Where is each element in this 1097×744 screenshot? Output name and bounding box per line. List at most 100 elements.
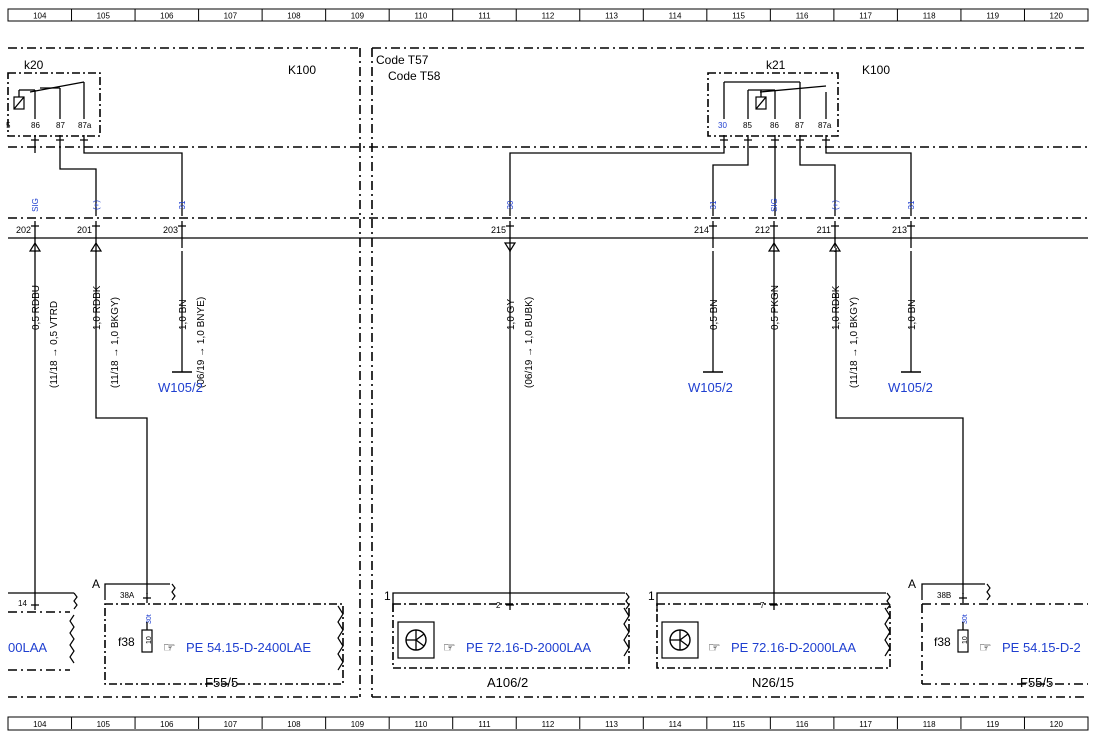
ruler-cell: 116 — [796, 12, 809, 21]
svg-text:f38: f38 — [118, 635, 135, 649]
ground-w105-2-a[interactable]: W105/2 — [158, 380, 203, 395]
label-n26-15: N26/15 — [752, 675, 794, 690]
component-a106-2: 1 2 ☞ PE 72.16-D-2000LAA A106/2 — [384, 589, 630, 690]
pin-number: 213 — [892, 225, 907, 235]
ref-link-n26[interactable]: PE 72.16-D-2000LAA — [731, 640, 856, 655]
ruler-cell: 107 — [224, 720, 238, 729]
svg-text:38A: 38A — [120, 591, 135, 600]
svg-text:87a: 87a — [818, 121, 832, 130]
relay-k21-group: K100 — [862, 63, 890, 77]
ruler-cell: 112 — [542, 12, 555, 21]
ground-w105-2-b[interactable]: W105/2 — [688, 380, 733, 395]
svg-text:1: 1 — [384, 589, 391, 603]
component-n26-15: 1 7 ☞ PE 72.16-D-2000LAA N26/15 — [648, 589, 891, 690]
ruler-cell: 115 — [732, 720, 745, 729]
ruler-cell: 108 — [287, 720, 301, 729]
signal-label: 30 — [506, 200, 515, 209]
ruler-cell: 119 — [986, 720, 999, 729]
ruler-cell: 113 — [605, 12, 618, 21]
svg-text:7: 7 — [760, 601, 765, 610]
svg-text:1: 1 — [648, 589, 655, 603]
svg-text:10: 10 — [962, 636, 969, 644]
ruler-cell: 104 — [33, 12, 47, 21]
svg-text:87: 87 — [795, 121, 804, 130]
pointing-hand-icon: ☞ — [163, 639, 176, 655]
ruler-cell: 116 — [796, 720, 809, 729]
pin-number: 212 — [755, 225, 770, 235]
sensor-icon — [397, 621, 435, 659]
signal-label: 31 — [178, 200, 187, 209]
wire-spec: 1,0 BN — [178, 299, 189, 330]
ruler-cell: 111 — [478, 720, 491, 729]
svg-text:87a: 87a — [78, 121, 92, 130]
label-a106-2: A106/2 — [487, 675, 528, 690]
ruler-cell: 105 — [97, 12, 111, 21]
pin-number: 214 — [694, 225, 709, 235]
svg-text:86: 86 — [31, 121, 40, 130]
ref-link-a106[interactable]: PE 72.16-D-2000LAA — [466, 640, 591, 655]
direction-arrow — [503, 242, 517, 253]
pointing-hand-icon: ☞ — [443, 639, 456, 655]
wire-spec: 1,0 BN — [907, 299, 918, 330]
svg-text:30: 30 — [718, 121, 727, 130]
ruler-cell: 118 — [923, 12, 936, 21]
relay-k21-label: k21 — [766, 58, 786, 72]
code-t58: Code T58 — [388, 69, 441, 83]
ruler-cell: 113 — [605, 720, 618, 729]
wire-alt-spec: (06/19 → 1,0 BNYE) — [196, 297, 207, 388]
label-f55-left: F55/5 — [205, 675, 238, 690]
ruler-cell: 119 — [986, 12, 999, 21]
fuse-box-f55-left: A 38A 30t 10 f38 ☞ PE 54.15-D-2400LAE F5… — [92, 577, 344, 690]
ruler-cell: 120 — [1050, 12, 1064, 21]
ruler-cell: 109 — [351, 12, 365, 21]
connector-202: SIG 202 0,5 RDBU (11/18 → 0,5 VTRD — [16, 198, 60, 388]
pin-number: 202 — [16, 225, 31, 235]
ruler-cell: 120 — [1050, 720, 1064, 729]
ruler-cell: 112 — [542, 720, 555, 729]
ruler-cell: 108 — [287, 12, 301, 21]
ruler-cell: 111 — [478, 12, 491, 21]
svg-text:2: 2 — [496, 601, 501, 610]
pointing-hand-icon: ☞ — [708, 639, 721, 655]
signal-label: SIG — [770, 198, 779, 212]
svg-text:A: A — [92, 577, 100, 591]
signal-label: SIG — [31, 198, 40, 212]
wire-alt-spec: (06/19 → 1,0 BUBK) — [524, 297, 535, 388]
fuse-box-f55-right: A 38B 30t 10 f38 ☞ PE 54.15-D-2 F55/5 — [908, 577, 1088, 690]
svg-text:A: A — [908, 577, 916, 591]
pin-number: 201 — [77, 225, 92, 235]
ref-link-f55-left[interactable]: PE 54.15-D-2400LAE — [186, 640, 311, 655]
svg-text:38B: 38B — [937, 591, 951, 600]
signal-label: (+) — [831, 200, 840, 210]
ref-link-f55-right[interactable]: PE 54.15-D-2 — [1002, 640, 1081, 655]
ruler-cell: 118 — [923, 720, 936, 729]
pin-number: 211 — [817, 225, 831, 235]
pointing-hand-icon: ☞ — [979, 639, 992, 655]
ruler-cell: 105 — [97, 720, 111, 729]
ruler-cell: 109 — [351, 720, 365, 729]
signal-label: 31 — [709, 200, 718, 209]
ruler-cell: 107 — [224, 12, 238, 21]
wire-alt-spec: (11/18 → 0,5 VTRD — [49, 301, 60, 388]
ground-w105-2-c[interactable]: W105/2 — [888, 380, 933, 395]
ref-link-left[interactable]: 00LAA — [8, 640, 47, 655]
sensor-icon — [661, 621, 699, 659]
ruler-cell: 115 — [732, 12, 745, 21]
ruler-cell: 114 — [669, 12, 682, 21]
ruler-cell: 117 — [859, 720, 872, 729]
label-f55-right: F55/5 — [1020, 675, 1053, 690]
relay-k20-label: k20 — [24, 58, 44, 72]
ruler-cell: 110 — [415, 720, 428, 729]
svg-text:86: 86 — [770, 121, 779, 130]
wire-spec: 0,5 RDBU — [31, 285, 42, 330]
ruler-cell: 114 — [669, 720, 682, 729]
svg-text:14: 14 — [18, 599, 27, 608]
relay-k21: k21 K100 30 85 86 87 87a — [509, 58, 912, 216]
